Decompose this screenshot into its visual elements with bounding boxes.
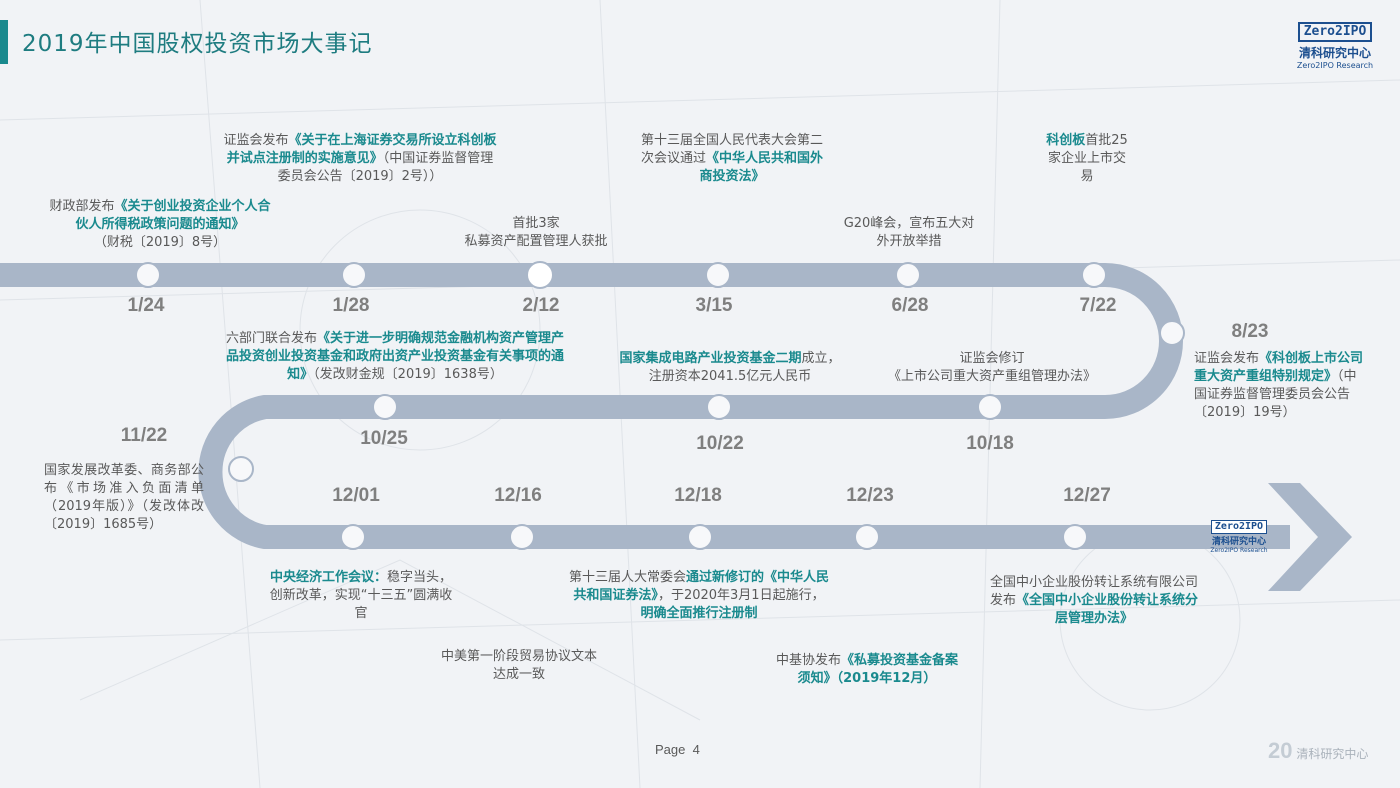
date-label: 12/18 — [674, 485, 722, 506]
date-label: 2/12 — [522, 295, 560, 316]
date-label: 12/01 — [332, 485, 380, 506]
arrow-logo-en: Zero2IPO Research — [1210, 547, 1268, 554]
event-2-12: 首批3家私募资产配置管理人获批 — [464, 216, 608, 249]
date-label: 6/28 — [891, 295, 929, 316]
node-12-27 — [1062, 524, 1088, 550]
event-12-16: 中美第一阶段贸易协议文本达成一致 — [440, 649, 597, 682]
event-1-24: 财政部发布《关于创业投资企业个人合伙人所得税政策问题的通知》（财税〔2019〕8… — [49, 199, 271, 250]
event-12-23: 中基协发布《私募投资基金备案须知》（2019年12月） — [775, 653, 959, 686]
event-7-22: 科创板首批25家企业上市交易 — [1046, 133, 1128, 184]
date-label: 1/24 — [127, 295, 165, 316]
date-label: 10/18 — [966, 433, 1014, 454]
event-10-25: 六部门联合发布《关于进一步明确规范金融机构资产管理产品投资创业投资基金和政府出资… — [225, 331, 565, 382]
event-8-23: 证监会发布《科创板上市公司重大资产重组特别规定》（中国证券监督管理委员会公告〔2… — [1194, 351, 1364, 420]
arrow-logo-mark: Zero2IPO — [1210, 520, 1268, 534]
event-12-27: 全国中小企业股份转让系统有限公司发布《全国中小企业股份转让系统分层管理办法》 — [989, 575, 1199, 626]
footer-brand: 20 清科研究中心 — [1268, 738, 1369, 763]
node-8-23 — [1159, 320, 1185, 346]
arrow-logo: Zero2IPO 清科研究中心 Zero2IPO Research — [1205, 514, 1273, 554]
page-title: 2019年中国股权投资市场大事记 — [22, 31, 373, 57]
event-6-28: G20峰会，宣布五大对外开放举措 — [843, 216, 975, 249]
node-1-24 — [135, 262, 161, 288]
date-label: 12/16 — [494, 485, 542, 506]
node-7-22 — [1081, 262, 1107, 288]
date-label: 12/27 — [1063, 485, 1111, 506]
date-label: 1/28 — [332, 295, 370, 316]
date-label: 7/22 — [1079, 295, 1117, 316]
node-12-18 — [687, 524, 713, 550]
node-10-22 — [706, 394, 732, 420]
node-2-12 — [526, 261, 554, 289]
node-10-18 — [977, 394, 1003, 420]
brand-logo: Zero2IPO 清科研究中心 Zero2IPO Research — [1290, 20, 1380, 70]
arrow-logo-cn: 清科研究中心 — [1211, 537, 1266, 547]
logo-cn: 清科研究中心 — [1298, 46, 1371, 60]
event-11-22: 国家发展改革委、商务部公布《市场准入负面清单（2019年版）》（发改体改〔201… — [44, 463, 204, 532]
event-10-18: 证监会修订《上市公司重大资产重组管理办法》 — [887, 351, 1096, 384]
title-accent-bar — [0, 20, 8, 64]
event-12-18: 第十三届人大常委会通过新修订的《中华人民共和国证券法》，于2020年3月1日起施… — [568, 570, 830, 621]
event-12-01: 中央经济工作会议：稳字当头，创新改革，实现“十三五”圆满收官 — [269, 570, 453, 621]
page-number: Page 4 — [655, 742, 700, 757]
date-label: 12/23 — [846, 485, 894, 506]
date-label: 8/23 — [1231, 321, 1269, 342]
logo-en: Zero2IPO Research — [1296, 61, 1374, 70]
logo-mark: Zero2IPO — [1297, 22, 1373, 42]
node-11-22 — [228, 456, 254, 482]
event-3-15: 第十三届全国人民代表大会第二次会议通过《中华人民共和国外商投资法》 — [640, 133, 824, 184]
date-label: 11/22 — [120, 425, 168, 446]
node-12-16 — [509, 524, 535, 550]
node-6-28 — [895, 262, 921, 288]
node-1-28 — [341, 262, 367, 288]
date-label: 10/22 — [696, 433, 744, 454]
event-1-28: 证监会发布《关于在上海证券交易所设立科创板并试点注册制的实施意见》（中国证券监督… — [223, 133, 497, 184]
node-3-15 — [705, 262, 731, 288]
date-label: 10/25 — [360, 428, 408, 449]
node-12-01 — [340, 524, 366, 550]
event-10-22: 国家集成电路产业投资基金二期成立，注册资本2041.5亿元人民币 — [619, 351, 841, 384]
node-12-23 — [854, 524, 880, 550]
node-10-25 — [372, 394, 398, 420]
date-label: 3/15 — [695, 295, 733, 316]
